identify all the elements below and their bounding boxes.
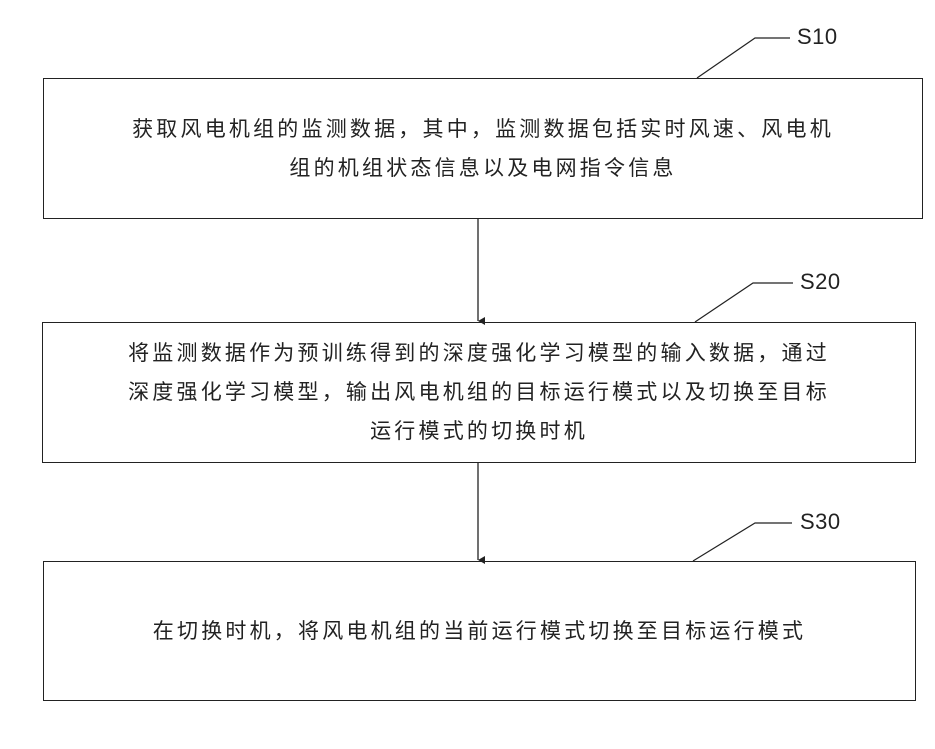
text-line: 组的机组状态信息以及电网指令信息 — [289, 155, 677, 180]
step-label-s10: S10 — [797, 24, 838, 49]
text-line: 在切换时机，将风电机组的当前运行模式切换至目标运行模式 — [152, 618, 807, 643]
step-box-s10: 获取风电机组的监测数据，其中，监测数据包括实时风速、风电机 组的机组状态信息以及… — [43, 78, 923, 219]
text-line: 运行模式的切换时机 — [370, 419, 588, 443]
step-text-s10: 获取风电机组的监测数据，其中，监测数据包括实时风速、风电机 组的机组状态信息以及… — [132, 110, 834, 188]
step-label-s20: S20 — [800, 269, 841, 294]
text-line: 获取风电机组的监测数据，其中，监测数据包括实时风速、风电机 — [132, 116, 834, 141]
text-line: 将监测数据作为预训练得到的深度强化学习模型的输入数据，通过 — [128, 341, 830, 365]
leader-line-s10 — [696, 37, 790, 79]
leader-line-s30 — [692, 522, 792, 562]
step-box-s30: 在切换时机，将风电机组的当前运行模式切换至目标运行模式 — [43, 561, 916, 701]
step-label-s30: S30 — [800, 509, 841, 534]
step-text-s20: 将监测数据作为预训练得到的深度强化学习模型的输入数据，通过 深度强化学习模型，输… — [128, 334, 830, 451]
step-text-s30: 在切换时机，将风电机组的当前运行模式切换至目标运行模式 — [153, 612, 806, 651]
step-box-s20: 将监测数据作为预训练得到的深度强化学习模型的输入数据，通过 深度强化学习模型，输… — [42, 322, 916, 463]
leader-line-s20 — [694, 282, 793, 323]
text-line: 深度强化学习模型，输出风电机组的目标运行模式以及切换至目标 — [128, 380, 830, 404]
